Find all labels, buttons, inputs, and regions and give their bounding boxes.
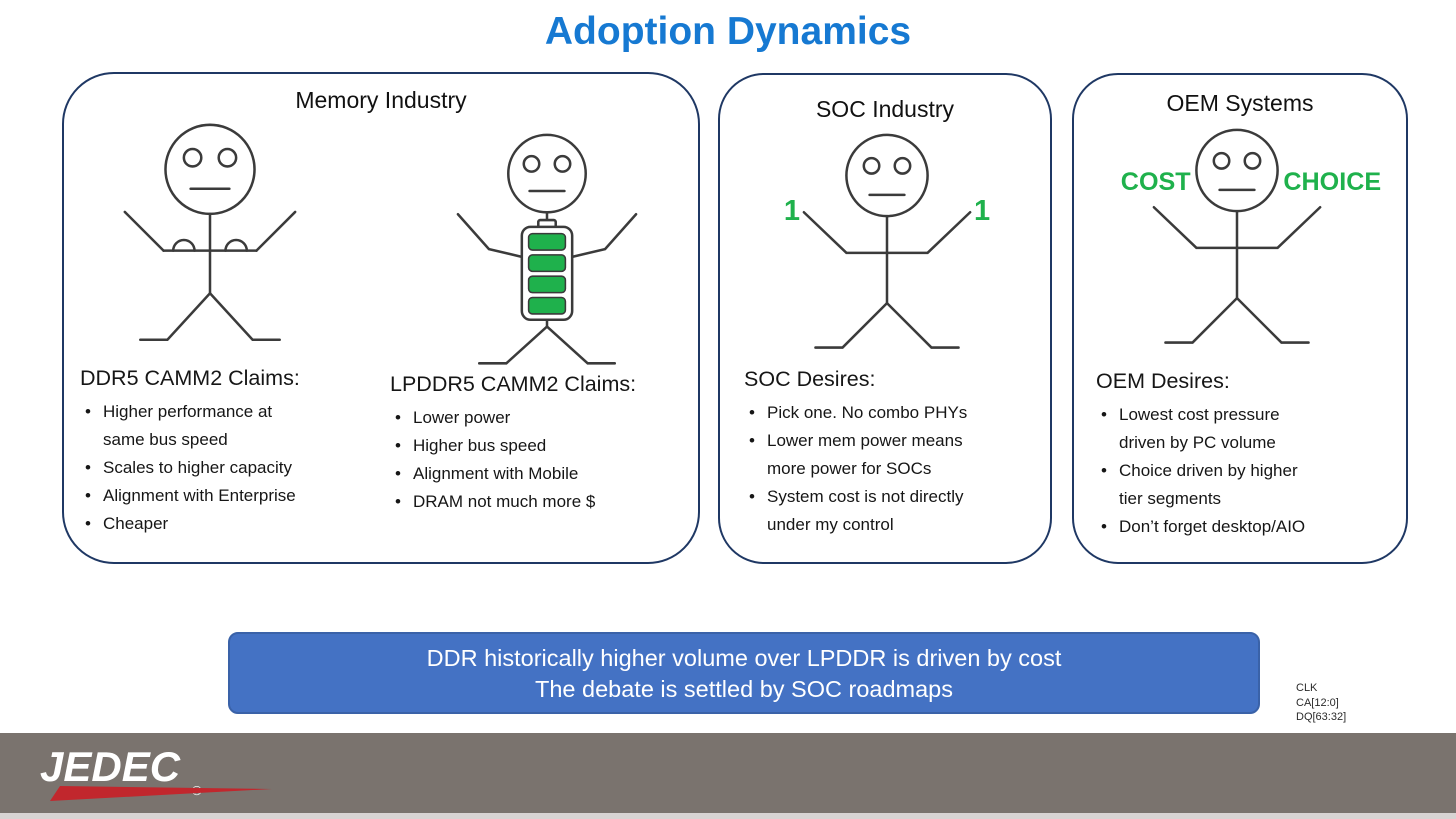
bullet-item: Alignment with Enterprise (80, 482, 380, 510)
bullet-text: Cheaper (103, 514, 169, 533)
bullet-text: Higher bus speed (413, 436, 547, 455)
slide-title: Adoption Dynamics (544, 10, 912, 53)
stick-figure-balance-icon (123, 123, 297, 341)
bullet-text: Higher performance at same bus speed (103, 402, 273, 449)
bullet-text: Don’t forget desktop/AIO (1119, 517, 1306, 536)
jedec-logo-text: JEDEC (40, 743, 181, 790)
bullet-item: System cost is not directly under my con… (744, 483, 1034, 539)
footer-bar: JEDEC ® (0, 733, 1456, 813)
logo-swoosh (50, 786, 272, 801)
bullet-text: DRAM not much more $ (413, 492, 596, 511)
signal-ca: CA[12:0] (1296, 696, 1339, 709)
panel-soc-industry: SOC Industry 1 1 SOC Desires: Pick one. … (718, 73, 1052, 564)
stick-figure-battery-icon (456, 133, 638, 365)
panel-title-memory: Memory Industry (295, 87, 467, 113)
lpddr5-claims-block: LPDDR5 CAMM2 Claims: Lower power Higher … (390, 372, 690, 516)
stick-figure-pick-one-icon: 1 1 (784, 133, 990, 349)
panel-oem-systems: OEM Systems COST CHOICE OEM Desires: Low… (1072, 73, 1408, 564)
jedec-logo: JEDEC ® (40, 743, 272, 801)
oem-cost-label: COST (1121, 168, 1191, 196)
signal-dq: DQ[63:32] (1296, 711, 1347, 723)
soc-left-one-label: 1 (784, 195, 800, 227)
bullet-text: Lower mem power means more power for SOC… (767, 431, 963, 478)
signal-labels: CLK CA[12:0] DQ[63:32] (1296, 681, 1346, 725)
bullet-text: System cost is not directly under my con… (767, 487, 964, 534)
oem-choice-label: CHOICE (1283, 168, 1381, 196)
bullet-item: Higher bus speed (390, 432, 690, 460)
bullet-text: Alignment with Enterprise (103, 486, 296, 505)
oem-desires-block: OEM Desires: Lowest cost pressure driven… (1096, 369, 1396, 541)
panel-title-soc: SOC Industry (815, 96, 955, 122)
panel-title-oem: OEM Systems (1166, 90, 1314, 116)
bullet-item: DRAM not much more $ (390, 488, 690, 516)
bullet-text: Scales to higher capacity (103, 458, 292, 477)
soc-desires-heading: SOC Desires: (744, 367, 876, 391)
bullet-item: Higher performance at same bus speed (80, 398, 380, 454)
bullet-item: Alignment with Mobile (390, 460, 690, 488)
bullet-item: Cheaper (80, 510, 380, 538)
bullet-item: Choice driven by higher tier segments (1096, 457, 1396, 513)
bullet-item: Lower power (390, 404, 690, 432)
soc-right-one-label: 1 (974, 195, 990, 227)
bullet-item: Scales to higher capacity (80, 454, 380, 482)
banner-line-1: DDR historically higher volume over LPDD… (426, 645, 1062, 671)
stick-figure-cost-choice-icon: COST CHOICE (1121, 128, 1381, 344)
bullet-item: Lower mem power means more power for SOC… (744, 427, 1034, 483)
lpddr5-claims-heading: LPDDR5 CAMM2 Claims: (390, 372, 637, 396)
banner-line-2: The debate is settled by SOC roadmaps (535, 676, 953, 702)
bullet-item: Pick one. No combo PHYs (744, 399, 1034, 427)
bottom-strip (0, 813, 1456, 819)
bullet-text: Alignment with Mobile (413, 464, 579, 483)
conclusion-banner: DDR historically higher volume over LPDD… (228, 632, 1260, 714)
bullet-text: Lowest cost pressure driven by PC volume (1119, 405, 1280, 452)
bullet-text: Lower power (413, 408, 511, 427)
panel-memory-industry: Memory Industry (62, 72, 700, 564)
bullet-text: Choice driven by higher tier segments (1119, 461, 1298, 508)
bullet-item: Don’t forget desktop/AIO (1096, 513, 1396, 541)
soc-desires-block: SOC Desires: Pick one. No combo PHYs Low… (744, 367, 1034, 539)
signal-clk: CLK (1296, 682, 1318, 694)
bullet-text: Pick one. No combo PHYs (767, 403, 968, 422)
bullet-item: Lowest cost pressure driven by PC volume (1096, 401, 1396, 457)
ddr5-claims-block: DDR5 CAMM2 Claims: Higher performance at… (80, 366, 380, 538)
oem-desires-heading: OEM Desires: (1096, 369, 1230, 393)
ddr5-claims-heading: DDR5 CAMM2 Claims: (80, 366, 300, 390)
